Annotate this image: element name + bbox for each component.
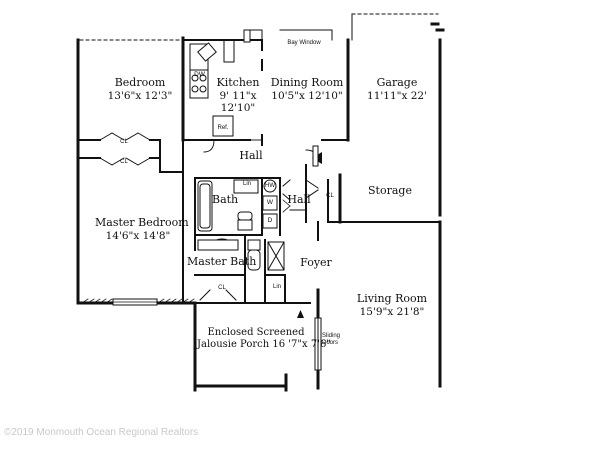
- kitchen-dims-line2: 12'10": [220, 101, 256, 114]
- refrigerator-label: Ref.: [217, 125, 229, 131]
- bedroom-dims: 13'6"x 12'3": [107, 89, 173, 102]
- bath-label: Bath: [212, 193, 239, 206]
- garage-dims: 11'11"x 22': [367, 89, 427, 102]
- bedroom-name: Bedroom: [114, 76, 166, 89]
- master-bedroom-label: Master Bedroom 14'6"x 14'8": [95, 216, 189, 242]
- porch-line1: Enclosed Screened: [207, 327, 305, 338]
- hall-lower-label: Hall: [287, 193, 311, 206]
- porch-label: Enclosed Screened Jalousie Porch 16 '7"x…: [197, 327, 331, 350]
- washer-label: W: [266, 199, 274, 206]
- interior-walls: [77, 39, 349, 304]
- garage-label: Garage 11'11"x 22': [360, 76, 434, 102]
- kitchen-dims-line1: 9' 11"x: [219, 89, 257, 102]
- bay-window: [243, 29, 333, 43]
- closet-doors: [99, 132, 319, 301]
- closet-label-hall: CL: [326, 193, 334, 199]
- linen-label-bottom: Lin: [272, 284, 281, 290]
- living-room-label: Living Room 15'9"x 21'8": [352, 292, 432, 318]
- bedroom-label: Bedroom 13'6"x 12'3": [95, 76, 185, 102]
- hall-upper-label: Hall: [239, 149, 263, 162]
- copyright-watermark: ©2019 Monmouth Ocean Regional Realtors: [4, 427, 199, 438]
- bath-fixtures: [197, 179, 285, 271]
- kitchen-name: Kitchen: [216, 76, 260, 89]
- exterior-hatch: [81, 298, 195, 304]
- closet-label-bedroom-bottom: CL: [120, 159, 128, 165]
- dryer-label: D: [267, 217, 273, 224]
- sliding-doors: [314, 317, 322, 371]
- master-bedroom-name: Master Bedroom: [95, 216, 189, 229]
- bay-window-label: Bay Window: [287, 40, 321, 46]
- dining-room-name: Dining Room: [270, 76, 344, 89]
- exterior-walls: [76, 13, 445, 392]
- entry-arrow-porch: [297, 310, 304, 318]
- kitchen-fixtures: [189, 39, 235, 137]
- water-heater-label: HW: [265, 183, 275, 189]
- dining-room-dims: 10'5"x 12'10": [271, 89, 343, 102]
- closet-label-master-bath: CL: [218, 285, 226, 291]
- sliding-doors-line2: Doors: [322, 339, 339, 346]
- garage-name: Garage: [376, 76, 418, 89]
- storage-label: Storage: [368, 184, 412, 197]
- linen-label-top: Lin: [242, 181, 251, 187]
- porch-line2: Jalousie Porch 16 '7"x 7'6": [197, 338, 331, 350]
- dining-room-label: Dining Room 10'5"x 12'10": [268, 76, 346, 102]
- sliding-doors-line1: Sliding: [322, 333, 341, 339]
- kitchen-label: Kitchen 9' 11"x 12'10": [213, 76, 263, 114]
- foyer-label: Foyer: [300, 256, 332, 269]
- living-room-name: Living Room: [356, 292, 428, 305]
- master-bedroom-dims: 14'6"x 14'8": [105, 229, 171, 242]
- dishwasher-label: DW: [194, 71, 205, 78]
- living-room-dims: 15'9"x 21'8": [359, 305, 425, 318]
- sliding-doors-label: Sliding Doors: [322, 333, 352, 347]
- closet-label-bedroom-top: CL: [120, 139, 128, 145]
- master-bath-label: Master Bath: [187, 255, 257, 268]
